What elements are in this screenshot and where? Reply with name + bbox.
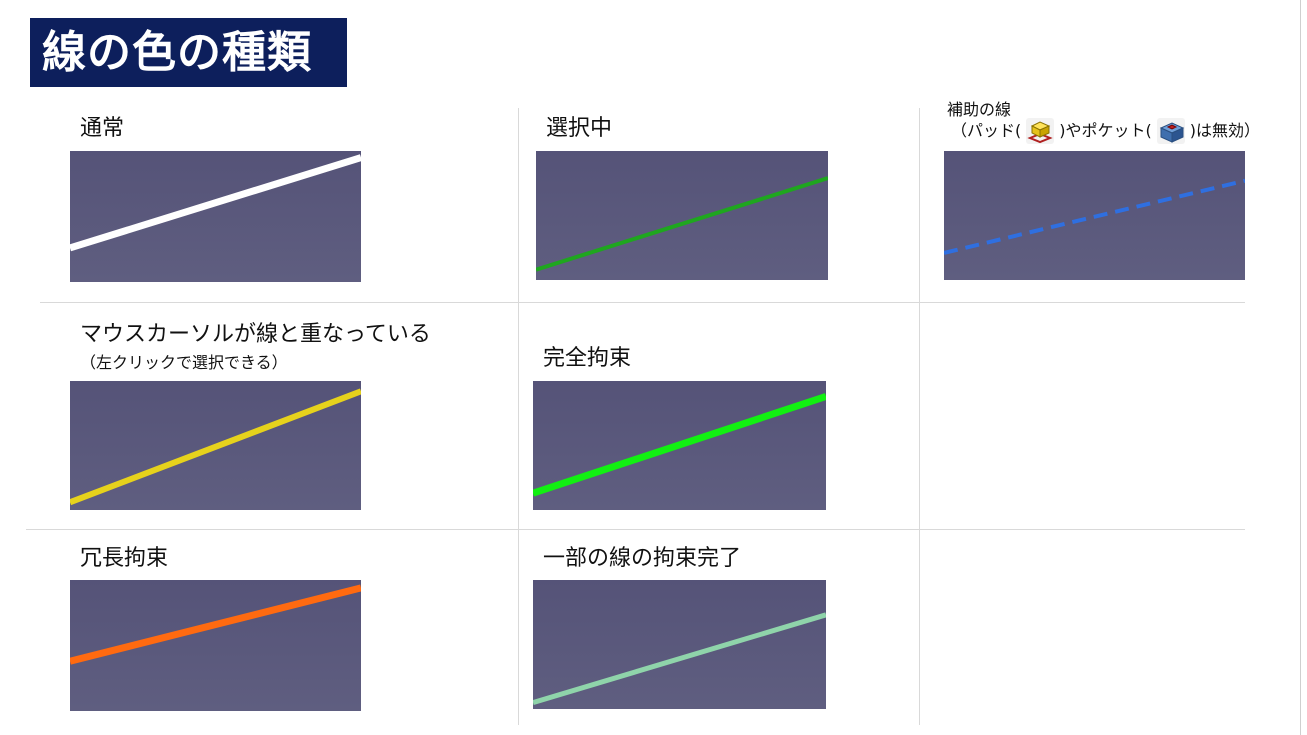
sketch-line — [533, 393, 826, 497]
sketch-line — [70, 388, 361, 506]
line-sample-redundant — [70, 580, 361, 711]
line-sample-partially-constrained — [533, 580, 826, 709]
label-fully-constrained: 完全拘束 — [543, 346, 632, 371]
label-normal: 通常 — [80, 116, 125, 141]
sketch-line — [70, 154, 361, 252]
column-divider-1 — [518, 108, 519, 725]
label-hover: マウスカーソルが線と重なっている — [80, 322, 431, 347]
note-prefix: （パッド( — [951, 121, 1022, 140]
sketch-line — [70, 584, 361, 665]
sketch-line — [533, 612, 826, 705]
label-selected: 選択中 — [546, 116, 613, 141]
line-sample-hover — [70, 381, 361, 510]
page-title: 線の色の種類 — [30, 18, 347, 87]
construction-note: （パッド( )やポケット( )は無効） — [951, 114, 1260, 148]
pocket-icon — [1156, 118, 1185, 144]
sublabel-hover: （左クリックで選択できる） — [80, 353, 288, 372]
note-mid: )やポケット( — [1059, 121, 1152, 140]
label-construction: 補助の線 — [947, 100, 1012, 119]
column-divider-2 — [919, 108, 920, 725]
label-partially-constrained: 一部の線の拘束完了 — [543, 546, 742, 571]
sketch-line — [536, 176, 828, 272]
slide-edge-rule — [1300, 0, 1301, 735]
line-sample-fully-constrained — [533, 381, 826, 510]
row-divider-1 — [40, 302, 1245, 303]
line-sample-normal — [70, 151, 361, 282]
viewport-background — [536, 151, 828, 280]
note-suffix: )は無効） — [1189, 121, 1260, 140]
label-redundant: 冗長拘束 — [80, 546, 169, 571]
row-divider-2 — [26, 529, 1245, 530]
sketch-line — [944, 178, 1245, 255]
line-sample-construction — [944, 151, 1245, 280]
line-sample-selected — [536, 151, 828, 280]
pad-icon — [1026, 118, 1055, 144]
